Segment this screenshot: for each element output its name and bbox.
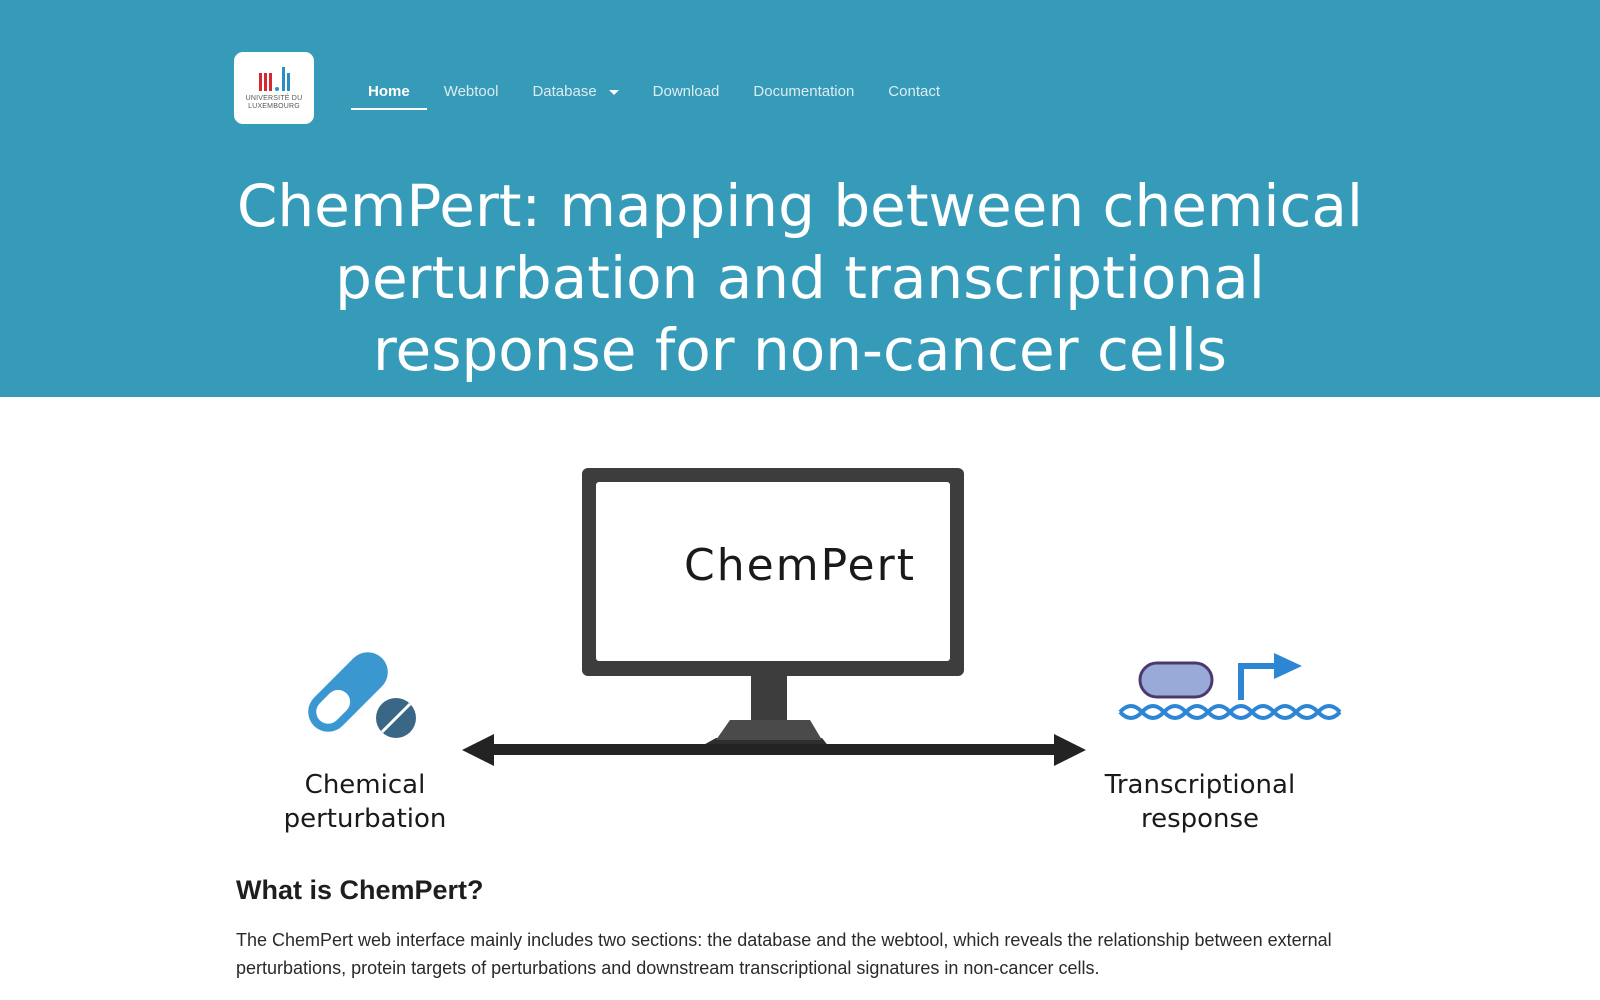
logo-text: UNIVERSITÉ DU LUXEMBOURG [245,95,303,110]
nav-webtool-label: Webtool [443,83,499,100]
pill-icon [308,652,416,738]
nav-contact[interactable]: Contact [871,78,957,110]
nav-download[interactable]: Download [636,78,737,110]
main-nav: Home Webtool Database Download Documenta… [351,78,957,114]
nav-contact-label: Contact [888,83,940,100]
computer-monitor-icon [582,468,964,748]
page-title: ChemPert: mapping between chemical pertu… [236,172,1364,384]
nav-documentation-label: Documentation [753,83,855,100]
nav-webtool[interactable]: Webtool [427,78,516,110]
monitor-screen-text: ChemPert [684,540,916,591]
hero-banner: UNIVERSITÉ DU LUXEMBOURG Home Webtool Da… [0,0,1600,397]
chempert-diagram: ChemPert Chemical perturbation Transcrip… [230,450,1370,850]
caret-down-icon [608,89,619,95]
double-arrow-icon [462,734,1086,766]
nav-documentation[interactable]: Documentation [736,78,871,110]
transcriptional-response-label: Transcriptional response [1104,770,1296,834]
nav-database-dropdown[interactable]: Database [515,78,635,110]
diagram-graphic [308,468,1342,766]
nav-home-label: Home [368,83,410,100]
university-logo[interactable]: UNIVERSITÉ DU LUXEMBOURG [234,52,314,124]
nav-download-label: Download [652,83,720,100]
about-heading: What is ChemPert? [236,875,484,905]
chemical-perturbation-label: Chemical perturbation [283,770,447,834]
uni-lu-logo-mark [258,65,290,91]
about-description: The ChemPert web interface mainly includ… [236,930,1332,978]
nav-home[interactable]: Home [351,78,427,110]
nav-database-label: Database [532,83,597,100]
dna-transcription-icon [1118,653,1342,720]
